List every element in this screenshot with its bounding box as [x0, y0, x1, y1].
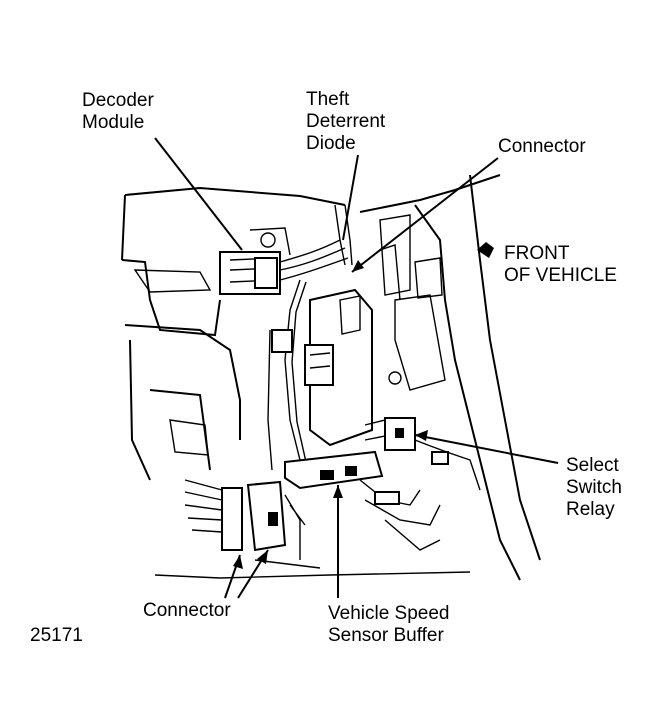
- figure-number: 25171: [30, 625, 83, 646]
- select-switch-relay-shape: [364, 417, 481, 491]
- bottom-connectors-shape: [184, 479, 306, 560]
- vss-buffer-shape: [284, 450, 441, 551]
- leader-lines: [154, 137, 559, 599]
- label-decoder-module: Decoder Module: [82, 90, 154, 133]
- label-connector-bottom: Connector: [143, 600, 231, 621]
- wire-harness: [267, 204, 353, 471]
- dash-panel: [121, 174, 541, 581]
- control-module-shape: [271, 288, 373, 447]
- label-connector-top: Connector: [498, 136, 586, 157]
- label-vehicle-speed-sensor-buffer: Vehicle Speed Sensor Buffer: [328, 603, 450, 646]
- label-select-switch-relay: Select Switch Relay: [566, 455, 622, 520]
- front-arrow-icon: [477, 242, 494, 258]
- label-front-of-vehicle: FRONT OF VEHICLE: [504, 243, 617, 286]
- decoder-module-shape: [219, 251, 281, 295]
- label-theft-deterrent-diode: Theft Deterrent Diode: [306, 89, 386, 154]
